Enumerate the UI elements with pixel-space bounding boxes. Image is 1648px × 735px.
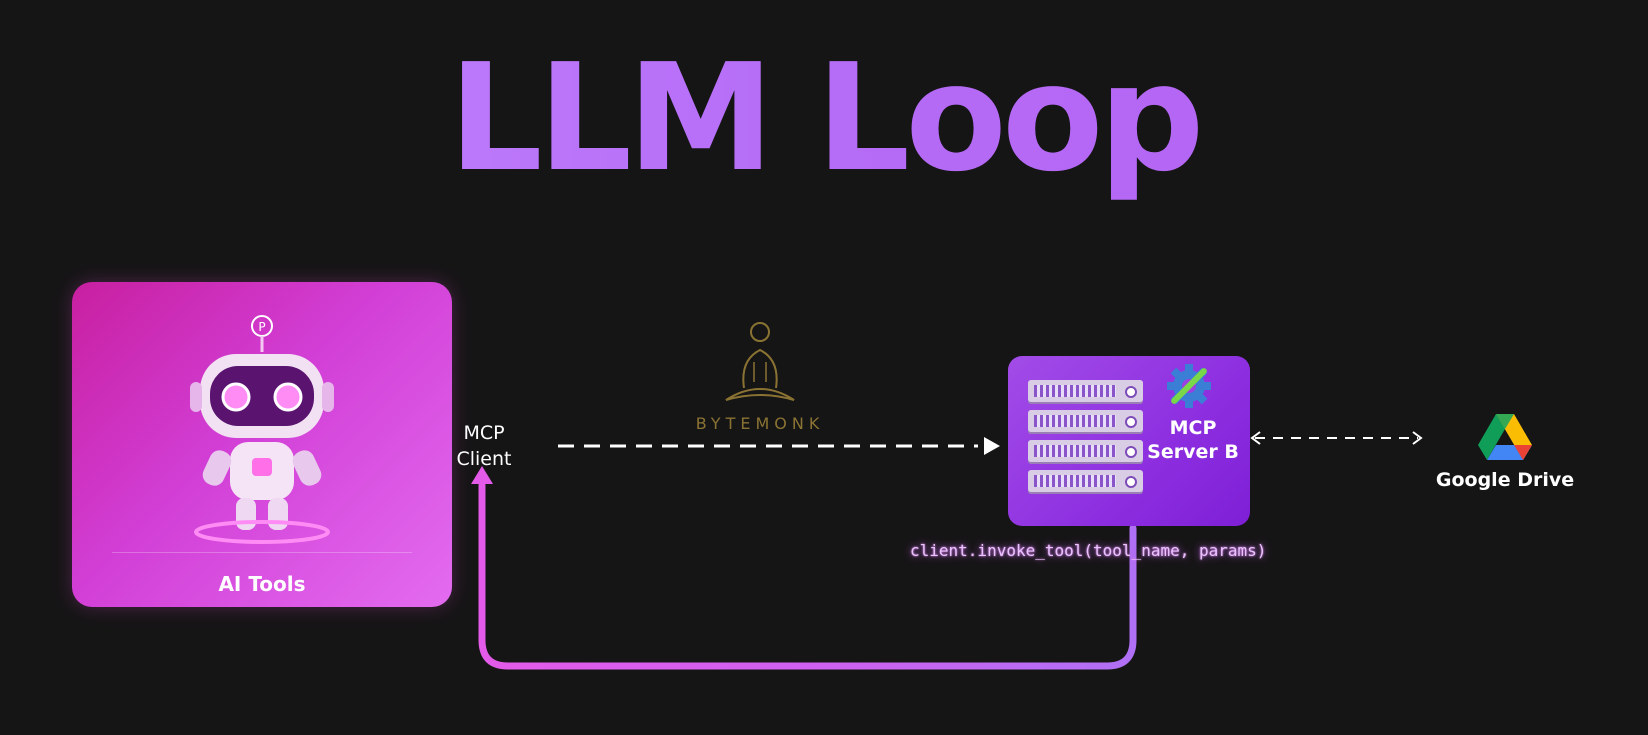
- mcp-client-label: MCP Client: [452, 420, 516, 472]
- bytemonk-watermark-text: BYTEMONK: [695, 414, 825, 433]
- mcp-client-line2: Client: [456, 448, 512, 470]
- ai-tools-label: AI Tools: [218, 572, 306, 596]
- robot-icon: P: [190, 315, 334, 544]
- mcp-server-label: MCP Server B: [1143, 416, 1243, 464]
- invoke-tool-code: client.invoke_tool(tool_name, params): [910, 541, 1267, 560]
- mcp-server-line2: Server B: [1147, 441, 1239, 463]
- server-rack: [1028, 440, 1143, 462]
- google-drive-label: Google Drive: [1435, 469, 1575, 491]
- mcp-server-line1: MCP: [1169, 417, 1217, 439]
- google-drive-icon[interactable]: [1478, 414, 1532, 462]
- mcp-client-line1: MCP: [463, 422, 505, 444]
- bytemonk-logo: [725, 322, 795, 401]
- floor-line: [112, 552, 412, 553]
- server-rack: [1028, 380, 1143, 402]
- svg-text:P: P: [258, 320, 265, 334]
- server-rack: [1028, 410, 1143, 432]
- server-rack: [1028, 470, 1143, 492]
- ai-tools-card[interactable]: P AI Tools: [72, 282, 452, 607]
- feedback-loop-arrowhead: [471, 466, 493, 484]
- page-title: LLM Loop: [0, 30, 1648, 208]
- gear-wrench-icon: [1167, 364, 1211, 408]
- mcp-server-card[interactable]: MCP Server B: [1008, 356, 1250, 526]
- request-arrowhead: [984, 437, 1000, 455]
- feedback-loop-arrow: [478, 481, 1137, 670]
